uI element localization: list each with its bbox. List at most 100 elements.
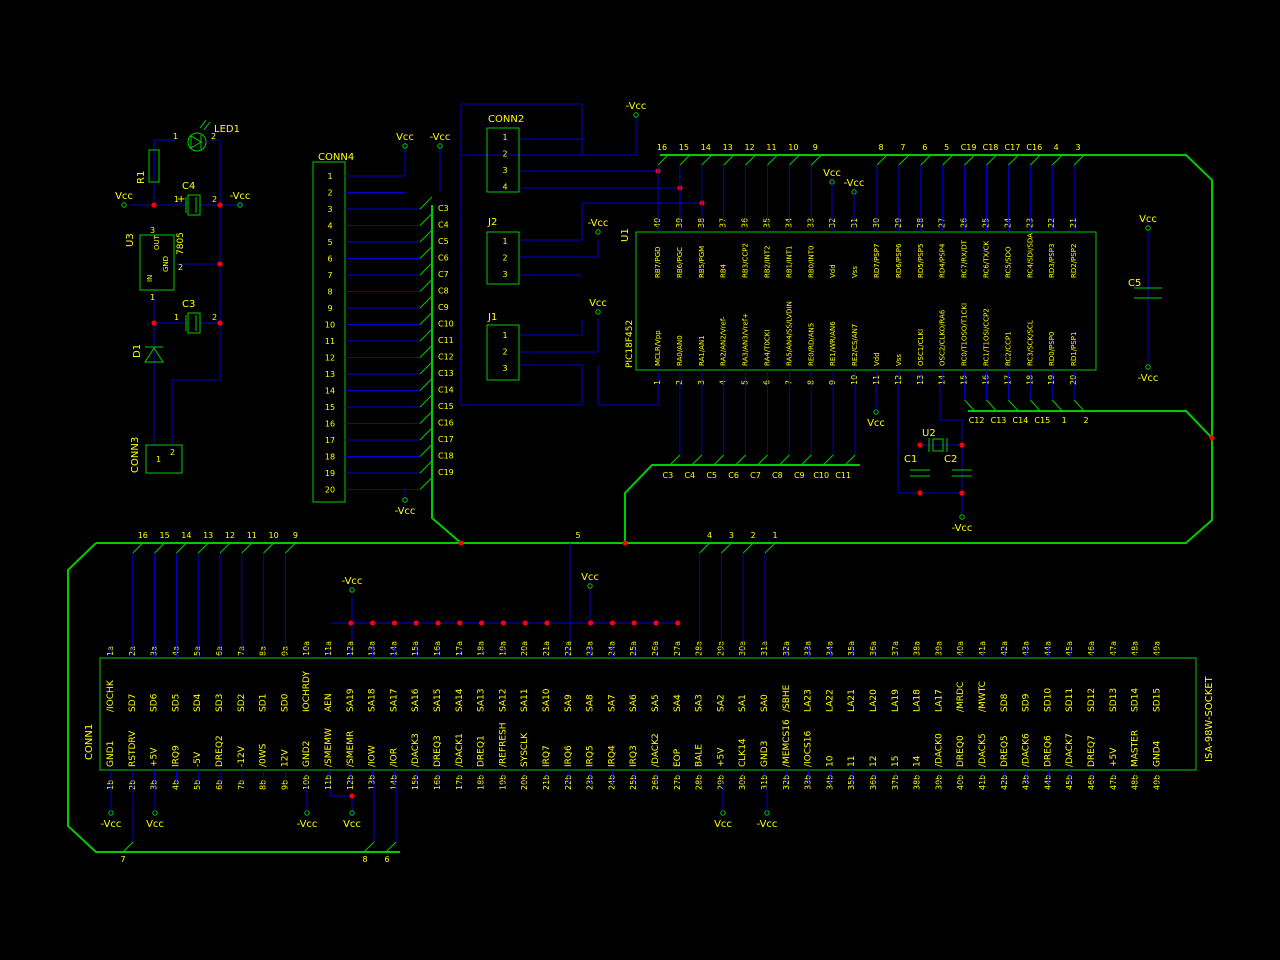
conn4-bus-entry (419, 460, 433, 474)
u1-bottom-net-label: 1 (1062, 416, 1067, 425)
junction-dot (917, 442, 923, 448)
conn1-top-pin-name: /MRDC (956, 682, 966, 712)
conn4-bus-entry (419, 246, 433, 259)
conn1-bus-entry (263, 542, 274, 554)
conn1-top-pin-name: SA11 (520, 689, 530, 713)
conn1-bottom-pin-name: DREQ7 (1087, 735, 1097, 767)
j2-nvcc-label: -Vcc (588, 218, 609, 229)
conn1-bottom-pin-name: IRQ9 (171, 745, 181, 767)
wire-conn2-box (461, 103, 583, 156)
conn4-pin: 13 (325, 370, 335, 379)
conn1-bottom-pin-name: DREQ3 (433, 735, 443, 767)
u1-bottom-bus-entry (779, 454, 790, 466)
u1-value: PIC18F452 (625, 320, 635, 368)
conn4-pin: 18 (325, 453, 335, 462)
conn1-bottom-pin-name: IRQ6 (564, 745, 574, 767)
conn1-top-pin-name: SA2 (716, 694, 726, 712)
u1-vdd-label: Vcc (823, 168, 841, 179)
isa-gnd3-label: -Vcc (757, 819, 778, 830)
conn4-bus-entry (419, 279, 433, 292)
junction-dot (413, 620, 419, 626)
conn1-top-pin-name: SA15 (433, 689, 443, 713)
j2-body (486, 231, 520, 285)
u1-top-bus-entry (767, 154, 778, 166)
conn1-top-pin-name: LA17 (934, 689, 944, 712)
conn1-top-pin-name: SA9 (564, 694, 574, 712)
bus-left (67, 542, 400, 853)
conn4-bus-entry (419, 312, 433, 325)
junction-dot (544, 620, 550, 626)
conn1-bottom-pin-name: SYSCLK (520, 732, 530, 767)
junction-dot (631, 620, 637, 626)
conn1-bottom-pin-name: /DACK1 (455, 733, 465, 767)
u1-top-bus-entry (920, 154, 932, 166)
conn4-nvcc-terminal (437, 143, 443, 149)
u1-bottom-pin-name: RA2/AN2/Vref- (720, 316, 728, 366)
conn3-p1: 1 (156, 455, 161, 464)
conn4-bus-entry (419, 411, 433, 424)
c4-pin2: 2 (212, 195, 217, 204)
isa-gnd1-terminal (108, 810, 114, 816)
u1-bottom-bus-entry (1008, 399, 1019, 412)
u1-bottom-bus-entry (1029, 399, 1041, 412)
u1-bottom-bus-entry (713, 454, 725, 466)
junction-dot (479, 620, 485, 626)
conn1-top-pin-name: SA18 (368, 688, 378, 712)
conn4-net-label: C5 (438, 237, 449, 246)
c4-plus: + (177, 194, 185, 205)
conn4-net-label: C15 (438, 402, 454, 411)
conn4-gnd-label: -Vcc (395, 506, 416, 517)
u1-bottom-bus-entry (1073, 399, 1085, 412)
j1-vcc-terminal (595, 309, 601, 315)
isa-nvcc-top-label: -Vcc (342, 576, 363, 587)
conn1-value: ISA-98W-SOCKET (1204, 675, 1215, 762)
u3-gnd: GND (162, 256, 170, 272)
conn1-bottom-pin-name: 15 (891, 756, 901, 767)
conn4-bus-entry (419, 213, 433, 226)
conn1-top-pin-name: SA12 (498, 689, 508, 713)
conn4-gnd-terminal (402, 497, 408, 503)
conn4-pin: 12 (325, 354, 335, 363)
u1-bottom-bus-entry (822, 454, 834, 466)
static-wiring (67, 103, 1213, 853)
r1-body (148, 149, 160, 183)
u1-top-net-label: C19 (961, 143, 977, 152)
junction-dot (435, 620, 441, 626)
u1-bottom-net-label: C11 (835, 471, 851, 480)
conn1-top-pin-name: SA7 (607, 694, 617, 712)
conn1-bottom-pin-name: 11 (847, 756, 857, 767)
conn1-top-pin-name: LA23 (804, 689, 814, 712)
conn4-pin: 20 (325, 486, 335, 495)
j1-vcc-label: Vcc (589, 298, 607, 309)
conn4-pin: 7 (327, 271, 332, 280)
j1-pin: 2 (502, 348, 507, 357)
u1-top-pin-name: RB2/INT2 (764, 245, 772, 278)
conn1-top-pin-name: SA8 (586, 694, 596, 712)
vcc-psu-terminal (121, 202, 127, 208)
conn1-top-pin-name: LA22 (825, 689, 835, 712)
isa-5v-terminal (152, 810, 158, 816)
u1-bottom-pin-name: RC1/T1OSI/CCP2 (983, 308, 991, 366)
junction-dot (458, 540, 464, 546)
u1-bottom-net-label: C9 (794, 471, 805, 480)
conn3-ref: CONN3 (130, 437, 141, 473)
wire-conn2-p2 (520, 115, 637, 156)
junction-dot (500, 620, 506, 626)
u1-top-bus-entry (1073, 154, 1085, 166)
u1-top-bus-entry (1008, 154, 1019, 166)
conn4-net-label: C11 (438, 336, 454, 345)
u1-bottom-pin-name: OSC1/CLKI (917, 329, 925, 366)
conn1-top-net-label: 2 (751, 531, 756, 540)
conn1-top-net-label: 4 (707, 531, 712, 540)
conn1-top-pin-name: SD15 (1152, 688, 1162, 712)
conn1-bottom-pin-name: DREQ2 (215, 735, 225, 767)
conn4-net-label: C9 (438, 303, 449, 312)
conn2-pin: 3 (502, 166, 507, 175)
c4-ref: C4 (182, 181, 195, 192)
wire-j1-p1 (520, 320, 583, 336)
led-pin1: 1 (173, 132, 178, 141)
u1-top-net-label: 13 (723, 143, 733, 152)
conn4-pin: 15 (325, 403, 335, 412)
u2-body (932, 438, 944, 452)
